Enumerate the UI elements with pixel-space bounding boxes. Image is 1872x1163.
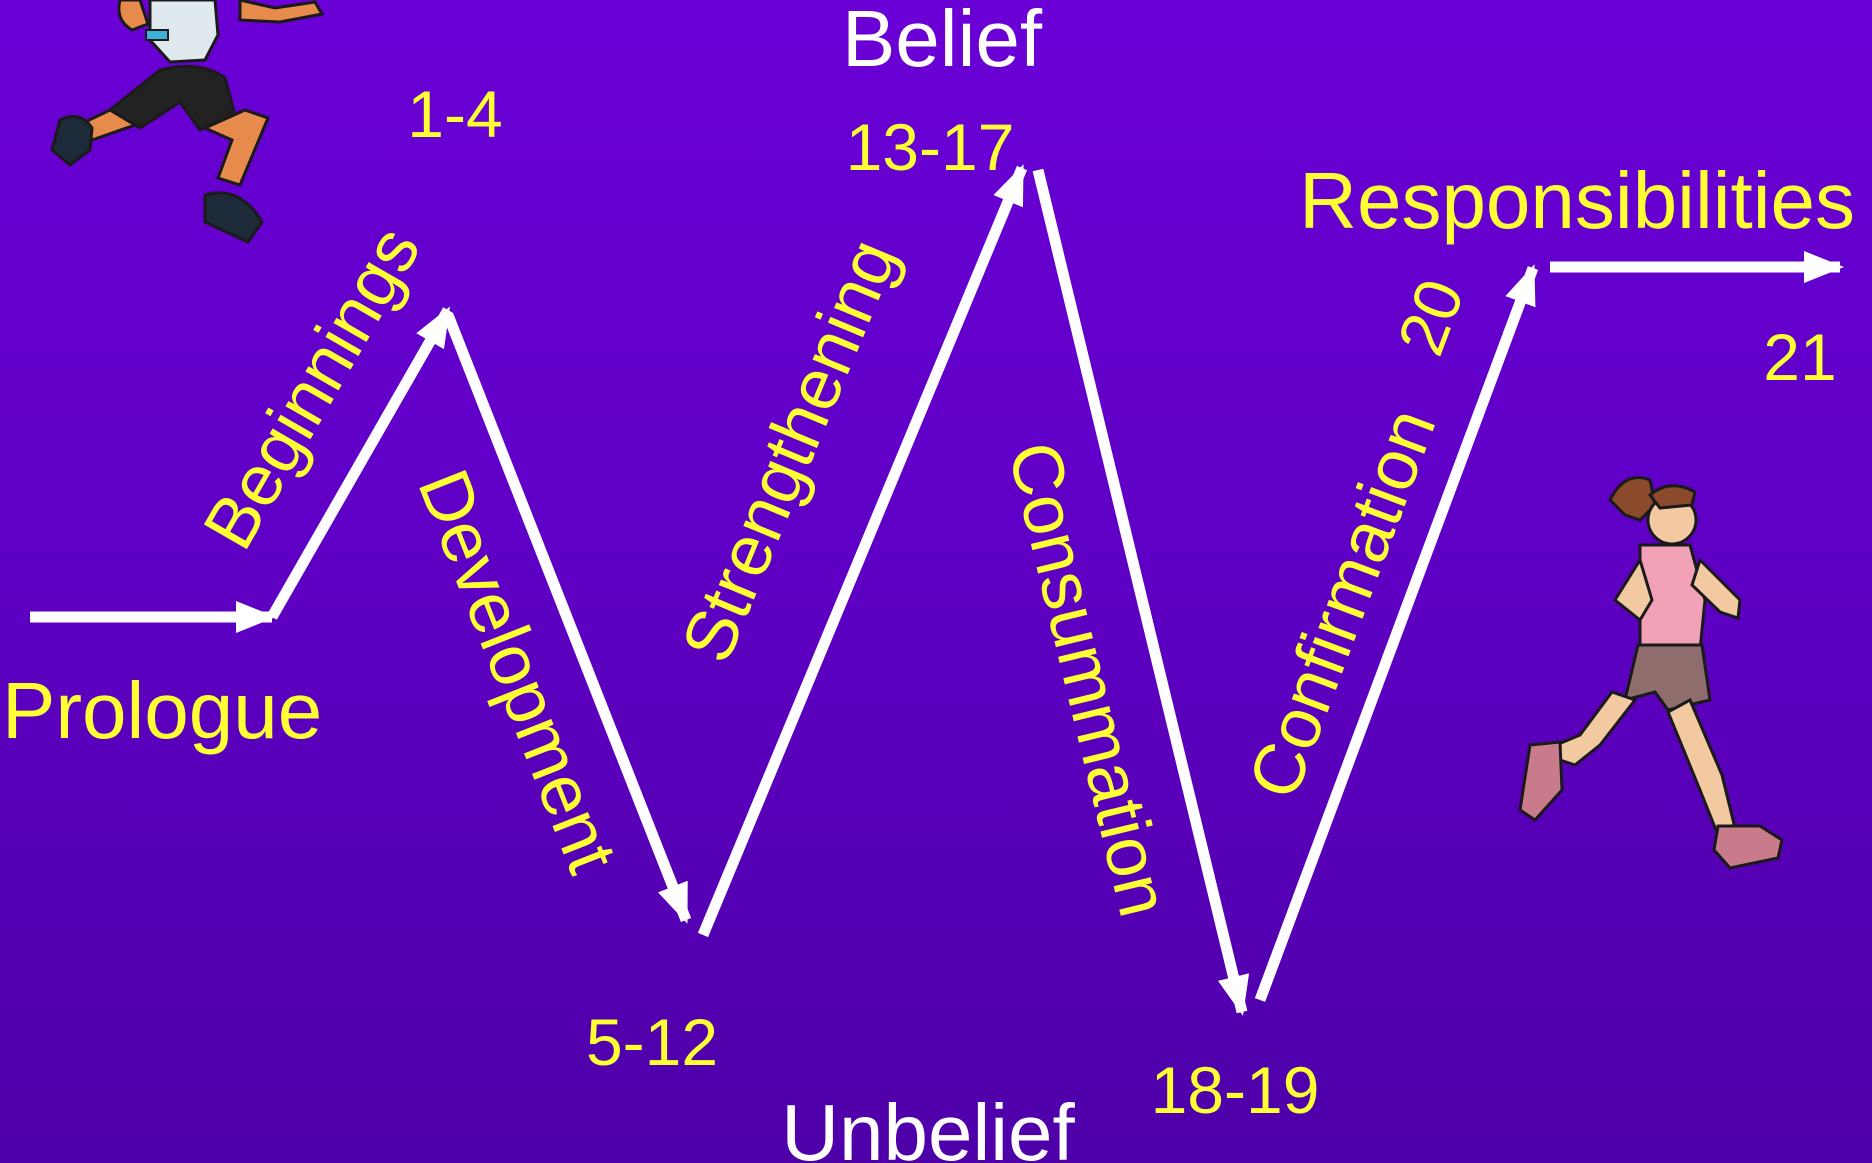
unbelief-heading: Unbelief: [781, 1088, 1075, 1163]
chapters-strengthening: 13-17: [846, 110, 1015, 184]
zigzag-path: [30, 168, 1840, 1012]
stage-label-development: Development: [402, 459, 632, 883]
stage-label-prologue: Prologue: [2, 666, 322, 755]
chapters-consummation: 18-19: [1151, 1053, 1320, 1127]
stage-label-responsibilities: Responsibilities: [1299, 156, 1855, 245]
running-man-illustration: [52, 0, 322, 242]
chapters-confirmation: 20: [1383, 270, 1478, 365]
chapters-beginnings: 1-4: [407, 77, 502, 151]
belief-heading: Belief: [842, 0, 1043, 83]
running-woman-illustration: [1520, 478, 1782, 869]
stage-label-confirmation: Confirmation: [1234, 398, 1452, 808]
chapters-development: 5-12: [586, 1005, 718, 1079]
chapters-responsibilities: 21: [1763, 320, 1836, 394]
stage-label-consummation: Consummation: [993, 435, 1185, 924]
stage-label-strengthening: Strengthening: [667, 228, 913, 673]
